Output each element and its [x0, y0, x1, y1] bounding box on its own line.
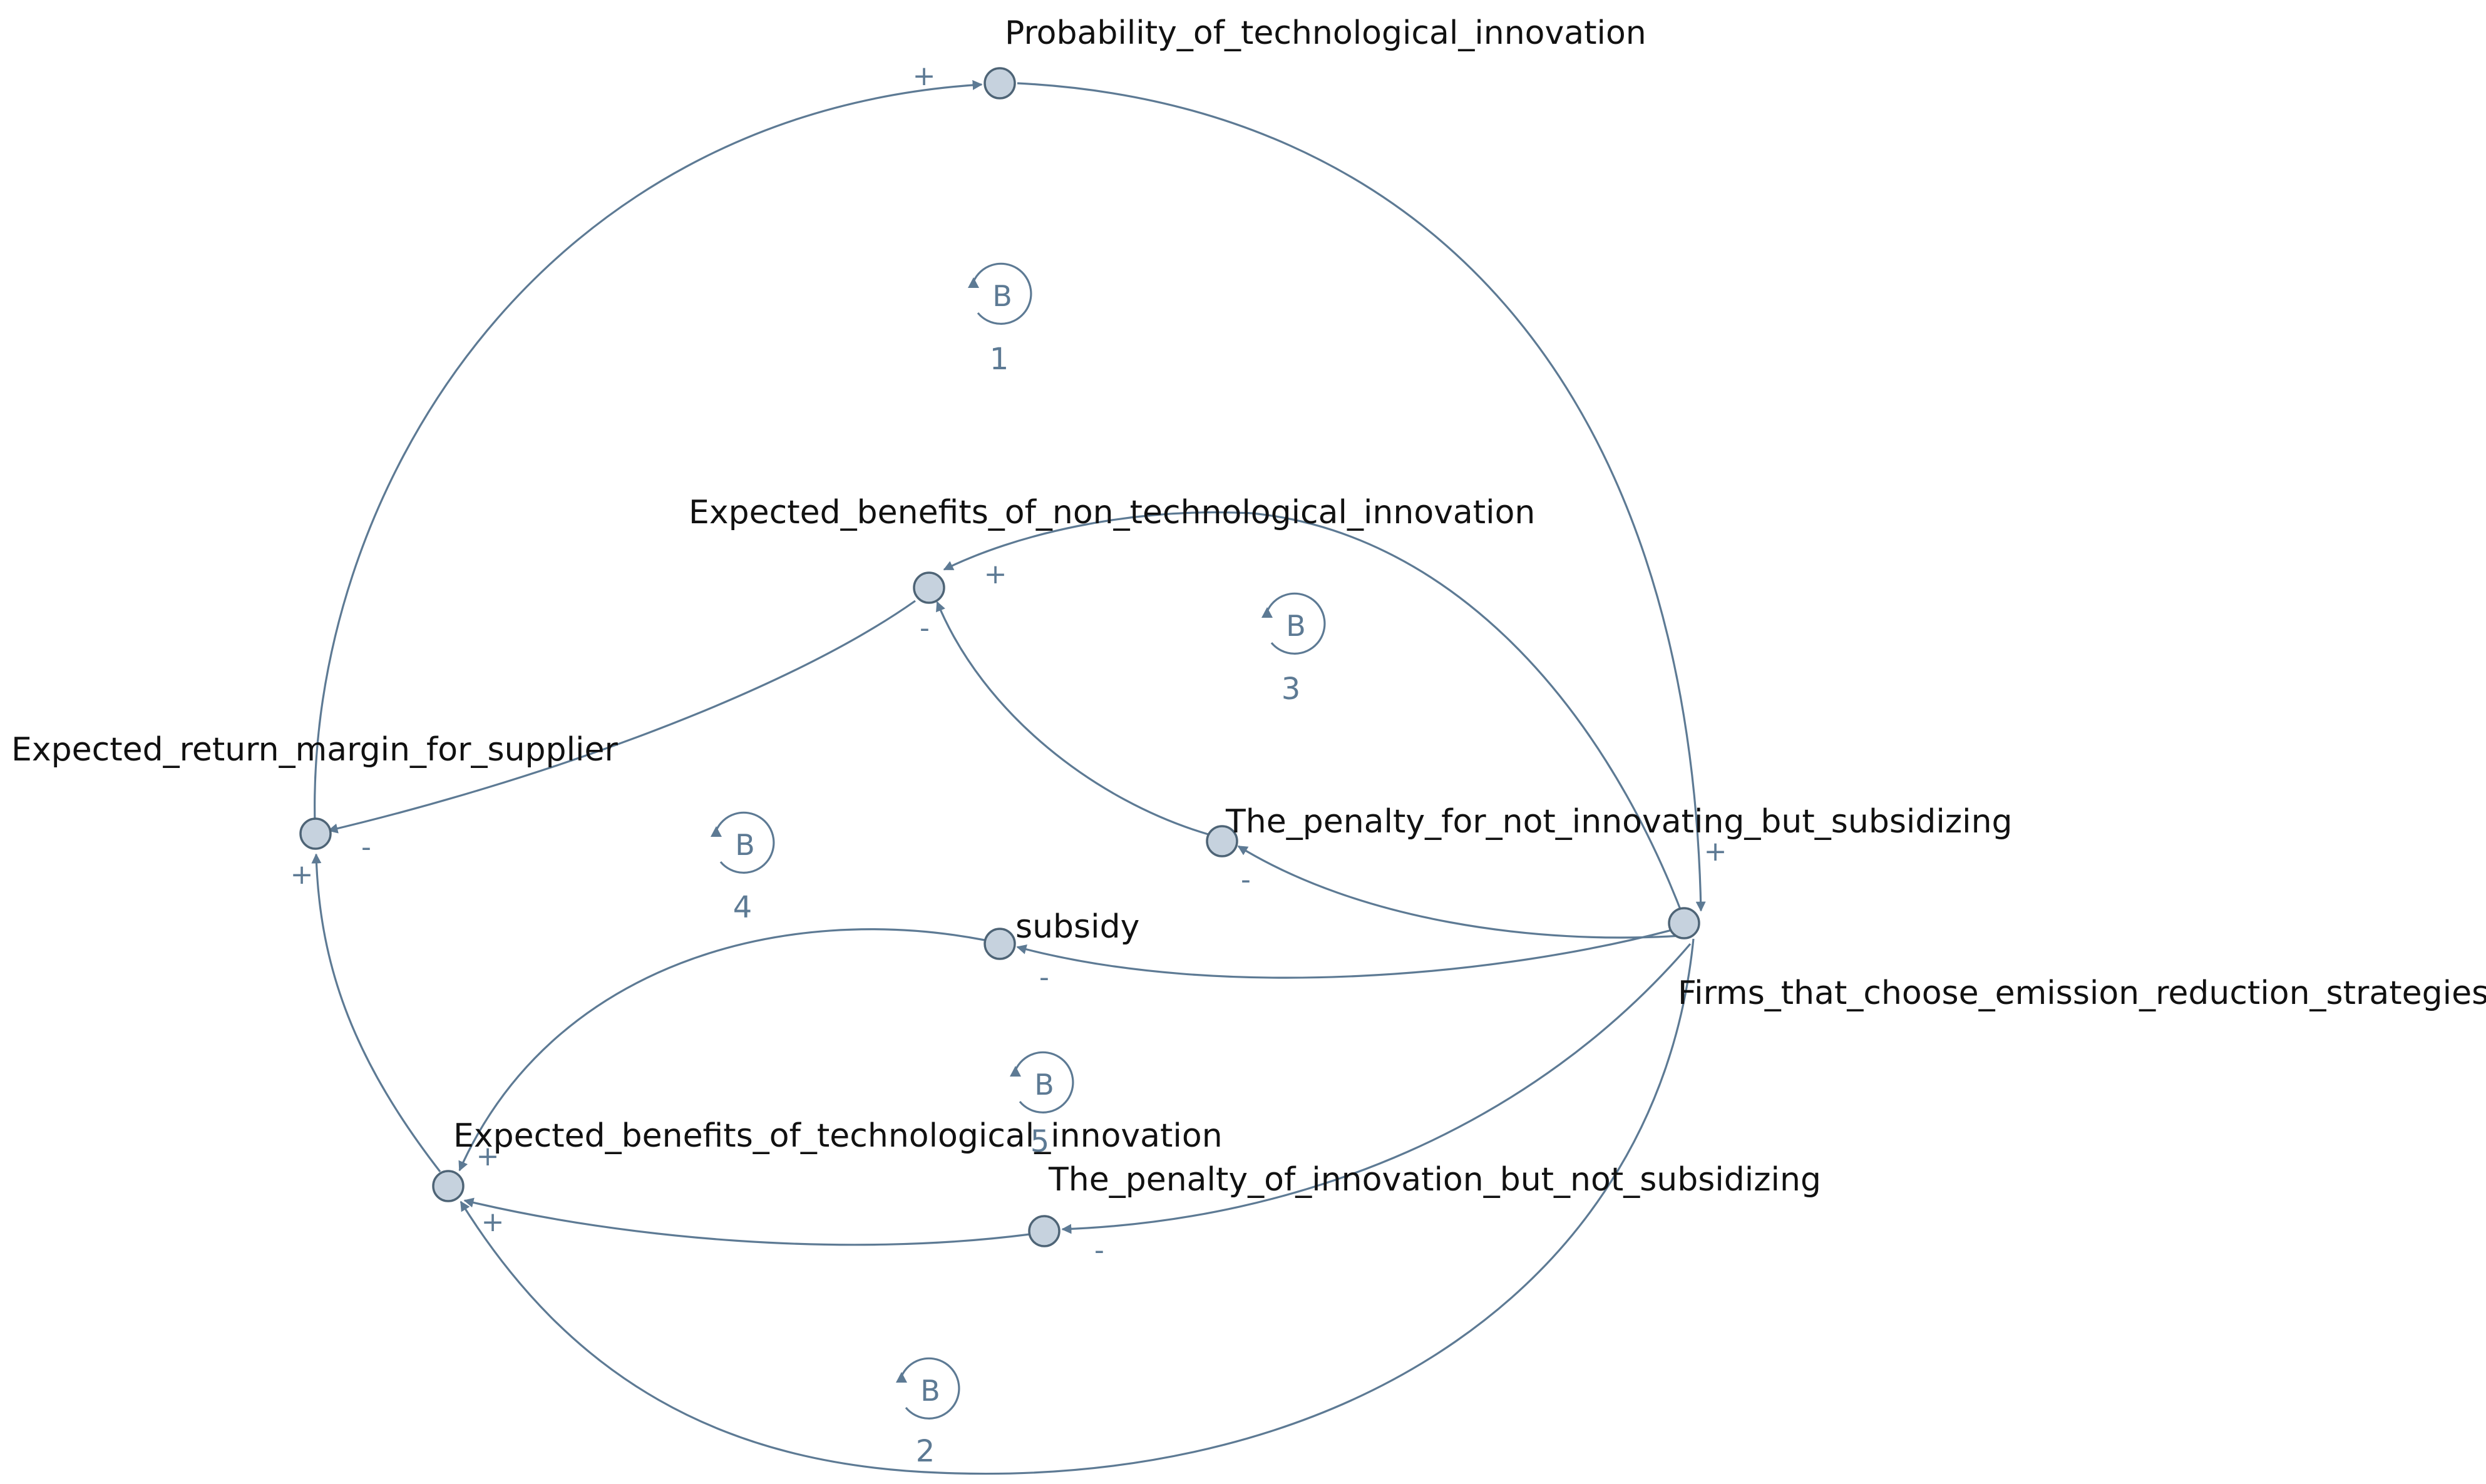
loop-number: 1 — [990, 342, 1009, 377]
node-subsidy[interactable] — [984, 928, 1016, 960]
loop-marker-2: B 2 — [896, 1357, 960, 1469]
label-penalty-of-innovation-but-not-subsidizing: The_penalty_of_innovation_but_not_subsid… — [1048, 1161, 1821, 1199]
loop-marker-4: B 4 — [711, 811, 775, 925]
loop-number: 3 — [1282, 672, 1301, 707]
loop-type: B — [735, 828, 755, 862]
polarity-sign: - — [361, 831, 371, 863]
link-nontech-benefits-to-margin — [327, 600, 916, 834]
loop-marker-3: B 3 — [1261, 592, 1326, 707]
label-firms-that-choose-emission-reduction-strategies: Firms_that_choose_emission_reduction_str… — [1678, 975, 2486, 1012]
polarity-sign: + — [913, 60, 936, 92]
polarity-sign: - — [1039, 961, 1049, 993]
loop-marker-5: B 5 — [1010, 1051, 1074, 1159]
polarity-sign: + — [290, 859, 314, 891]
loop-marker-1: B 1 — [968, 262, 1032, 377]
link-subsidy-to-tech-benefits — [458, 928, 985, 1172]
link-penalty-ins-to-tech-benefits — [463, 1197, 1030, 1246]
label-subsidy: subsidy — [1015, 908, 1139, 946]
loop-type: B — [1286, 609, 1306, 643]
link-tech-benefits-to-margin — [311, 853, 441, 1172]
loop-number: 5 — [1030, 1124, 1050, 1159]
loop-type: B — [920, 1374, 940, 1408]
loop-type: B — [1034, 1068, 1054, 1102]
link-penalty-nis-to-nontech-benefits — [936, 601, 1209, 836]
link-firms-to-subsidy — [1016, 926, 1682, 979]
node-probability-of-technological-innovation[interactable] — [984, 67, 1016, 100]
label-probability-of-technological-innovation: Probability_of_technological_innovation — [1005, 14, 1646, 52]
link-firms-to-tech-benefits — [460, 938, 1695, 1475]
node-expected-benefits-of-non-technological-innovation[interactable] — [913, 571, 945, 604]
node-penalty-for-not-innovating-but-subsidizing[interactable] — [1206, 825, 1238, 857]
loop-number: 2 — [916, 1434, 935, 1469]
polarity-sign: - — [1241, 864, 1251, 896]
node-penalty-of-innovation-but-not-subsidizing[interactable] — [1028, 1215, 1061, 1247]
node-firms-that-choose-emission-reduction-strategies[interactable] — [1668, 907, 1700, 939]
link-probability-to-firms — [1017, 82, 1706, 912]
link-firms-to-nontech-benefits — [943, 511, 1685, 919]
link-margin-to-probability — [314, 79, 983, 824]
loop-type: B — [992, 279, 1012, 313]
polarity-sign: + — [481, 1206, 505, 1238]
polarity-sign: - — [920, 612, 930, 644]
label-penalty-for-not-innovating-but-subsidizing: The_penalty_for_not_innovating_but_subsi… — [1225, 803, 2013, 841]
polarity-sign: - — [1094, 1234, 1104, 1266]
label-expected-return-margin-for-supplier: Expected_return_margin_for_supplier — [11, 731, 618, 769]
node-expected-benefits-of-technological-innovation[interactable] — [432, 1170, 465, 1202]
polarity-sign: + — [1704, 836, 1727, 867]
loop-number: 4 — [733, 890, 752, 925]
label-expected-benefits-of-technological-innovation: Expected_benefits_of_technological_innov… — [453, 1117, 1223, 1155]
node-expected-return-margin-for-supplier[interactable] — [299, 817, 332, 850]
polarity-sign: + — [476, 1140, 500, 1172]
polarity-sign: + — [984, 558, 1007, 590]
label-expected-benefits-of-non-technological-innovation: Expected_benefits_of_non_technological_i… — [689, 494, 1535, 531]
link-firms-to-penalty-ins — [1061, 943, 1692, 1234]
link-firms-to-penalty-nis — [1237, 845, 1682, 939]
